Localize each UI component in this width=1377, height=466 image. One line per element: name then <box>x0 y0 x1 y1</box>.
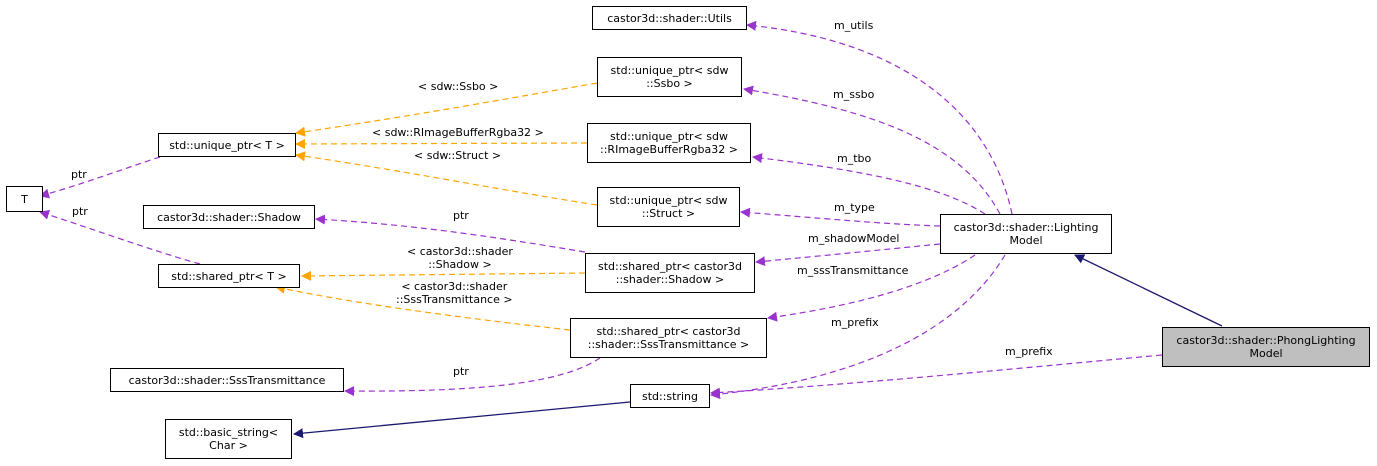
edge-ptr-shared-t <box>39 209 201 265</box>
label-tmpl-struct: < sdw::Struct > <box>414 149 502 162</box>
edge-tmpl-sss <box>275 283 571 331</box>
edge-ptr-unique-t <box>39 156 161 199</box>
node-label: std::basic_string< <box>178 426 279 439</box>
label-ptr-shared-t: ptr <box>72 205 88 218</box>
edge-m-ssbo <box>743 85 1001 215</box>
node-utils: castor3d::shader::Utils <box>592 6 747 30</box>
node-label: ::Struct > <box>641 207 696 220</box>
edge-m-sss-transmittance <box>767 254 976 322</box>
label-m-prefix-lighting: m_prefix <box>831 316 879 329</box>
node-label: std::shared_ptr< castor3d <box>597 260 742 273</box>
node-unique-ptr-t: std::unique_ptr< T > <box>158 133 296 157</box>
edge-string-inherits-basic-string <box>293 401 631 439</box>
label-m-ssbo: m_ssbo <box>833 88 875 101</box>
edge-tmpl-rimage <box>295 138 588 149</box>
edge-ptr-shadow <box>315 214 586 253</box>
node-unique-ptr-rimage: std::unique_ptr< sdw::RImageBufferRgba32… <box>587 123 751 163</box>
node-unique-ptr-ssbo: std::unique_ptr< sdw::Ssbo > <box>597 57 742 97</box>
node-label: ::Ssbo > <box>646 77 693 90</box>
node-label: std::unique_ptr< sdw <box>610 130 728 143</box>
node-basic-string: std::basic_string<Char > <box>165 419 292 459</box>
node-label: T <box>21 192 28 206</box>
node-label: std::unique_ptr< T > <box>169 138 285 152</box>
node-shadow: castor3d::shader::Shadow <box>143 205 315 229</box>
label-ptr-sss: ptr <box>453 365 469 378</box>
node-label: std::unique_ptr< sdw <box>610 64 729 77</box>
edge-m-utils <box>746 20 1013 215</box>
label-m-shadow-model: m_shadowModel <box>808 232 900 245</box>
label-tmpl-ssbo: < sdw::Ssbo > <box>418 80 499 93</box>
node-label: castor3d::shader::Lighting <box>953 221 1099 234</box>
label-m-utils: m_utils <box>834 19 874 32</box>
node-label: castor3d::shader::Shadow <box>157 210 301 224</box>
node-sss-transmittance: castor3d::shader::SssTransmittance <box>110 368 344 392</box>
label-ptr-unique-t: ptr <box>71 168 87 181</box>
node-label: std::string <box>641 389 698 403</box>
node-label: Char > <box>209 439 248 452</box>
node-shared-ptr-shadow: std::shared_ptr< castor3d::shader::Shado… <box>585 253 755 293</box>
node-string: std::string <box>630 384 710 408</box>
label-tmpl-shadow: < castor3d::shader::Shadow > <box>407 245 513 271</box>
edge-phong-inherits-lighting <box>1074 254 1223 327</box>
node-label: ::shader::Shadow > <box>615 273 725 286</box>
label-tmpl-sss: < castor3d::shader::SssTransmittance > <box>396 280 513 306</box>
edge-m-shadow-model <box>755 243 941 267</box>
edge-m-prefix-lighting <box>710 254 1006 400</box>
node-t: T <box>6 186 43 212</box>
edge-tmpl-shadow <box>301 270 586 281</box>
node-label: castor3d::shader::Utils <box>607 11 732 25</box>
edge-ptr-sss <box>344 357 601 397</box>
node-label: std::shared_ptr< castor3d <box>596 325 741 338</box>
label-m-tbo: m_tbo <box>837 152 872 165</box>
node-shared-ptr-t: std::shared_ptr< T > <box>158 264 300 288</box>
node-label: castor3d::shader::PhongLighting <box>1176 334 1356 347</box>
edge-tmpl-struct <box>295 151 598 206</box>
node-label: std::unique_ptr< sdw <box>609 194 728 207</box>
node-label: ::RImageBufferRgba32 > <box>600 143 738 156</box>
edge-tmpl-ssbo <box>295 82 598 137</box>
node-label: Model <box>1249 347 1283 360</box>
label-m-sss-transmittance: m_sssTransmittance <box>797 264 909 277</box>
label-ptr-shadow: ptr <box>453 209 469 222</box>
label-m-prefix-phong: m_prefix <box>1005 345 1053 358</box>
node-shared-ptr-sss: std::shared_ptr< castor3d::shader::SssTr… <box>570 318 767 358</box>
edge-m-prefix-phong <box>710 354 1163 398</box>
node-label: std::shared_ptr< T > <box>171 269 287 283</box>
label-m-type: m_type <box>834 201 875 214</box>
label-tmpl-rimage: < sdw::RImageBufferRgba32 > <box>372 126 544 139</box>
node-label: ::shader::SssTransmittance > <box>587 338 750 351</box>
edge-m-tbo <box>752 153 986 215</box>
node-unique-ptr-struct: std::unique_ptr< sdw::Struct > <box>597 187 740 227</box>
node-label: castor3d::shader::SssTransmittance <box>128 373 326 387</box>
node-label: Model <box>1009 234 1043 247</box>
edge-m-type <box>740 207 941 227</box>
